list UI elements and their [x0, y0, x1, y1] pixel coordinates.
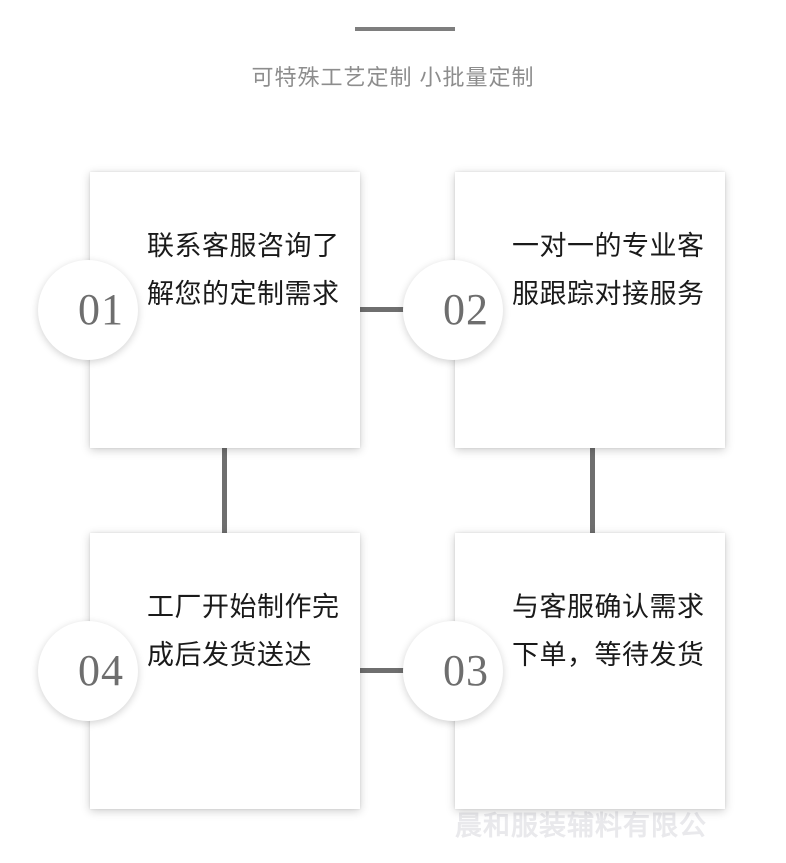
- step-number-label: 04: [78, 646, 124, 695]
- step-number-badge: 01: [38, 260, 138, 360]
- company-watermark: 晨和服装辅料有限公: [455, 811, 707, 841]
- connector-step01-step04: [222, 446, 227, 536]
- step-card-02[interactable]: 一对一的专业客服跟踪对接服务 02: [403, 172, 725, 448]
- step-card-01[interactable]: 联系客服咨询了解您的定制需求 01: [38, 172, 360, 448]
- step-number-badge: 04: [38, 621, 138, 721]
- step-number-badge: 02: [403, 260, 503, 360]
- step-number-label: 03: [443, 646, 489, 695]
- step-number-label: 02: [443, 285, 489, 334]
- step-description: 与客服确认需求下单，等待发货: [512, 592, 705, 670]
- step-description: 工厂开始制作完成后发货送达: [147, 592, 340, 670]
- step-description: 一对一的专业客服跟踪对接服务: [512, 231, 705, 309]
- header-subtitle: 可特殊工艺定制 小批量定制: [251, 65, 535, 90]
- step-number-badge: 03: [403, 621, 503, 721]
- header: 可特殊工艺定制 小批量定制: [0, 0, 786, 150]
- step-card-03[interactable]: 与客服确认需求下单，等待发货 03: [403, 533, 725, 809]
- step-number-label: 01: [78, 285, 124, 334]
- header-divider: [355, 27, 455, 31]
- connector-step02-step03: [590, 446, 595, 536]
- step-card-04[interactable]: 工厂开始制作完成后发货送达 04: [38, 533, 360, 809]
- step-description: 联系客服咨询了解您的定制需求: [147, 231, 340, 309]
